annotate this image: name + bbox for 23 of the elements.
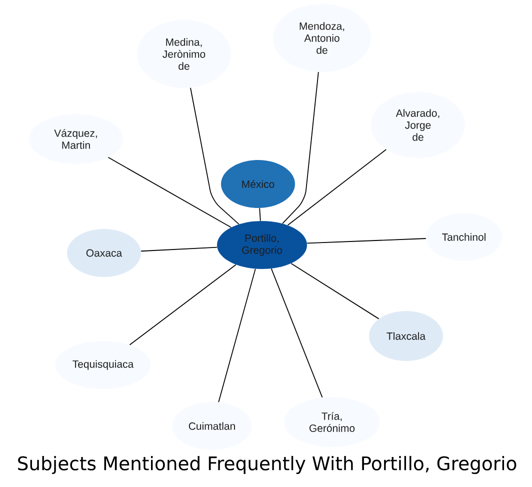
ellipse-node: Oaxaca — [67, 229, 141, 277]
connector-line — [290, 263, 380, 320]
connector-line — [259, 208, 261, 222]
ellipse-node: México — [221, 160, 295, 208]
diagram-title: Subjects Mentioned Frequently With Portillo, Gregorio — [18, 456, 516, 474]
ellipse-node: Tanchinol — [426, 213, 502, 261]
connector-line — [218, 268, 256, 403]
connector-line — [282, 72, 319, 224]
connector-line — [108, 156, 232, 228]
ellipse-node: Cuimatlan — [172, 402, 252, 450]
ellipse-node: Tría, Gerónimo — [284, 397, 380, 447]
ellipse-node: Vázquez, Martin — [29, 114, 123, 164]
connector-line — [129, 264, 236, 346]
connector-line — [270, 268, 323, 398]
connector-line — [140, 246, 218, 252]
ellipse-node: Tequisquiaca — [55, 341, 151, 389]
connector-line — [287, 149, 387, 226]
ellipse-node: Tlaxcala — [369, 311, 443, 361]
connector-line — [190, 87, 240, 225]
ellipse-node: Medina, Jerònimo de — [137, 20, 231, 88]
ellipse-node: Mendoza, Antonio de — [273, 4, 371, 72]
connector-line — [306, 238, 426, 244]
ellipse-node: Alvarado, Jorge de — [371, 92, 465, 158]
